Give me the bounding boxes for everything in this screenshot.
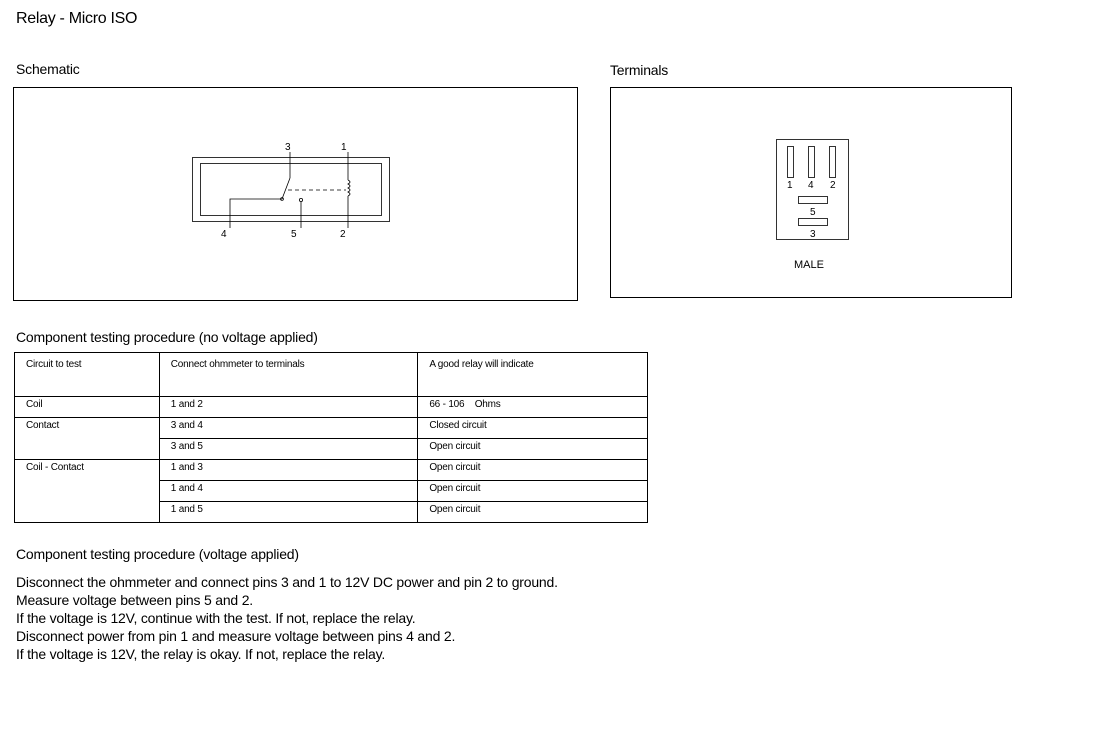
relay-inner-case bbox=[200, 163, 382, 216]
relay-outer-case bbox=[192, 157, 390, 222]
pin-5-blade bbox=[798, 196, 828, 204]
pin-2-blade bbox=[829, 146, 836, 178]
contact-5-point bbox=[298, 198, 303, 203]
column-header-result: A good relay will indicate bbox=[417, 352, 648, 397]
instruction-line: Disconnect the ohmmeter and connect pins… bbox=[16, 574, 558, 590]
column-header-circuit: Circuit to test bbox=[14, 352, 160, 397]
cell-terminals: 3 and 5 bbox=[158, 438, 419, 460]
terminal-pin-3-label: 3 bbox=[810, 229, 816, 240]
instruction-line: Measure voltage between pins 5 and 2. bbox=[16, 592, 253, 608]
cell-result: Open circuit bbox=[417, 438, 648, 460]
table-row: 3 and 5 Open circuit bbox=[15, 438, 648, 460]
terminal-pin-5-label: 5 bbox=[810, 207, 816, 218]
instruction-line: If the voltage is 12V, continue with the… bbox=[16, 610, 416, 626]
terminals-label: Terminals bbox=[610, 62, 669, 78]
cell-terminals: 1 and 2 bbox=[158, 396, 419, 418]
schematic-terminal-2: 2 bbox=[340, 229, 346, 240]
cell-circuit: Contact bbox=[14, 417, 160, 460]
relay-schematic-diagram: 3 1 4 5 2 bbox=[192, 142, 390, 240]
cell-result: Open circuit bbox=[417, 501, 648, 523]
table-row: Contact 3 and 4 Closed circuit bbox=[14, 417, 648, 460]
schematic-terminal-1: 1 bbox=[341, 142, 347, 153]
voltage-heading: Component testing procedure (voltage app… bbox=[16, 546, 299, 562]
pin-4-blade bbox=[808, 146, 815, 178]
cell-result: Open circuit bbox=[417, 459, 648, 481]
cell-result: Closed circuit bbox=[417, 417, 648, 439]
wire-terminal-4 bbox=[229, 198, 282, 228]
schematic-label: Schematic bbox=[16, 61, 80, 77]
page-title: Relay - Micro ISO bbox=[16, 10, 138, 27]
schematic-terminal-5: 5 bbox=[291, 229, 297, 240]
pin-3-blade bbox=[798, 218, 828, 226]
switch-arm bbox=[281, 177, 291, 200]
coil-symbol bbox=[347, 179, 351, 197]
cell-circuit: Coil bbox=[14, 396, 160, 418]
table-row: Coil - Contact 1 and 3 Open circuit bbox=[14, 459, 648, 523]
terminal-pin-2-label: 2 bbox=[830, 180, 836, 191]
no-voltage-heading: Component testing procedure (no voltage … bbox=[16, 329, 318, 345]
schematic-panel: 3 1 4 5 2 bbox=[13, 87, 578, 301]
voltage-instructions: Disconnect the ohmmeter and connect pins… bbox=[16, 573, 558, 663]
table-row: Coil 1 and 2 66 - 106 Ohms bbox=[14, 396, 648, 418]
cell-terminals: 1 and 3 bbox=[158, 459, 419, 481]
terminal-pin-4-label: 4 bbox=[808, 180, 814, 191]
cell-result: Open circuit bbox=[417, 480, 648, 502]
ohmmeter-test-table: Circuit to test Connect ohmmeter to term… bbox=[14, 352, 648, 523]
cell-terminals: 1 and 5 bbox=[158, 501, 419, 523]
table-row: 1 and 5 Open circuit bbox=[15, 501, 648, 523]
relay-terminal-diagram: 1 4 2 5 3 MALE bbox=[776, 139, 849, 271]
contact-4-point bbox=[280, 197, 284, 201]
cell-circuit: Coil - Contact bbox=[14, 459, 160, 523]
cell-result: 66 - 106 Ohms bbox=[417, 396, 648, 418]
cell-terminals: 3 and 4 bbox=[158, 417, 419, 439]
terminal-pin-1-label: 1 bbox=[787, 180, 793, 191]
schematic-terminal-3: 3 bbox=[285, 142, 291, 153]
terminals-panel: 1 4 2 5 3 MALE bbox=[610, 87, 1012, 298]
schematic-terminal-4: 4 bbox=[221, 229, 227, 240]
column-header-terminals: Connect ohmmeter to terminals bbox=[158, 352, 419, 397]
instruction-line: If the voltage is 12V, the relay is okay… bbox=[16, 646, 386, 662]
cell-terminals: 1 and 4 bbox=[158, 480, 419, 502]
terminal-view-caption: MALE bbox=[794, 259, 824, 271]
instruction-line: Disconnect power from pin 1 and measure … bbox=[16, 628, 456, 644]
relay-base-outline bbox=[776, 139, 849, 240]
table-header-row: Circuit to test Connect ohmmeter to term… bbox=[14, 352, 648, 397]
pin-1-blade bbox=[787, 146, 794, 178]
